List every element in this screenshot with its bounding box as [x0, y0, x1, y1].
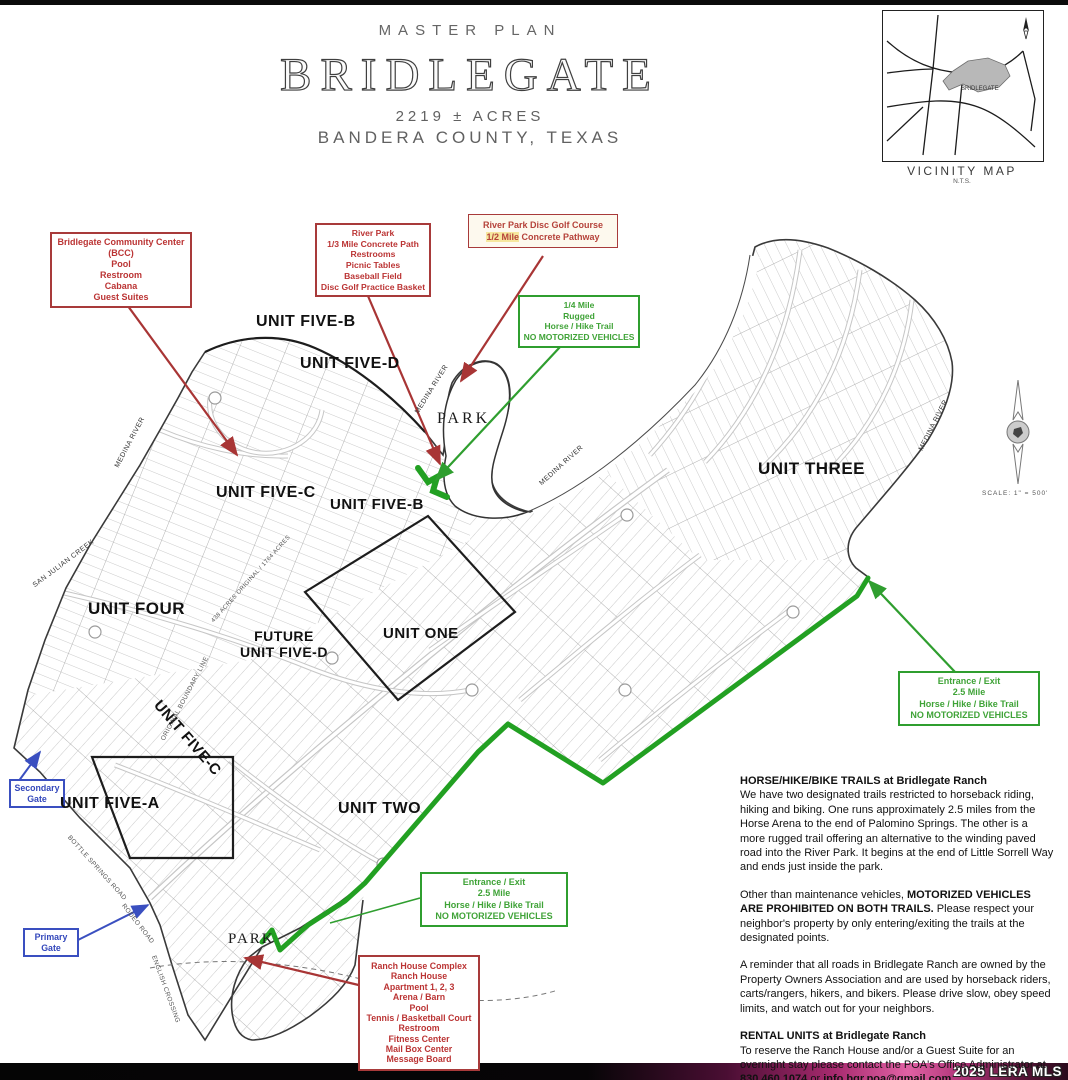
unit-five-c-label: UNIT FIVE-C: [216, 484, 316, 501]
acreage-label: 2219 ± ACRES: [395, 108, 545, 125]
top-border-bar: [0, 0, 1068, 5]
horse-hike-bike-trail: [259, 575, 871, 953]
trails-info-block: HORSE/HIKE/BIKE TRAILS at Bridlegate Ran…: [740, 774, 1054, 1080]
rentals-paragraph: To reserve the Ranch House and/or a Gues…: [740, 1044, 1046, 1080]
callout-ranch-house: Ranch House Complex Ranch House Apartmen…: [358, 955, 480, 1071]
unit-four-label: UNIT FOUR: [88, 599, 186, 618]
county-label: BANDERA COUNTY, TEXAS: [317, 128, 623, 147]
trails-heading: HORSE/HIKE/BIKE TRAILS at Bridlegate Ran…: [740, 775, 987, 787]
unit-five-b-label-mid: UNIT FIVE-B: [330, 496, 424, 513]
callout-community-center: Bridlegate Community Center (BCC) Pool R…: [50, 232, 192, 308]
trails-paragraph-3: A reminder that all roads in Bridlegate …: [740, 959, 1051, 1015]
unit-three-label: UNIT THREE: [758, 459, 865, 478]
callout-disc-golf: River Park Disc Golf Course 1/2 Mile Con…: [468, 214, 618, 249]
park-label-lower: PARK: [228, 931, 275, 947]
callout-primary-gate: Primary Gate: [23, 928, 79, 958]
river-corridor: [524, 252, 760, 516]
unit-one-label: UNIT ONE: [383, 625, 459, 642]
creek-dashed-line: [149, 961, 559, 1002]
plat-boundary: [13, 238, 954, 1042]
unit-five-b-label-top: UNIT FIVE-B: [256, 313, 356, 330]
green-callout-arrows: [329, 346, 956, 924]
unit-two-label: UNIT TWO: [338, 800, 422, 817]
callout-entrance-exit-right: Entrance / Exit 2.5 Mile Horse / Hike / …: [898, 671, 1040, 726]
gate-arrows: [17, 750, 150, 941]
vicinity-north-icon: [1023, 17, 1029, 40]
callout-quarter-mile-trail: 1/4 Mile Rugged Horse / Hike Trail NO MO…: [518, 295, 640, 348]
trails-paragraph-2: Other than maintenance vehicles, MOTORIZ…: [740, 888, 1035, 945]
park-label-upper: PARK: [437, 410, 491, 427]
red-callout-arrows: [124, 255, 544, 989]
callout-secondary-gate: Secondary Gate: [9, 779, 65, 809]
vicinity-map: BRIDLEGATE: [882, 10, 1044, 162]
river-park-area: [442, 360, 530, 519]
mls-credit: 2025 LERA MLS: [953, 1064, 1062, 1079]
scale-label: SCALE: 1" = 500': [982, 490, 1049, 497]
callout-river-park: River Park 1/3 Mile Concrete Path Restro…: [315, 223, 431, 298]
callout-entrance-exit-bottom: Entrance / Exit 2.5 Mile Horse / Hike / …: [420, 872, 568, 927]
master-plan-label: MASTER PLAN: [378, 22, 562, 39]
vicinity-area-label: BRIDLEGATE: [961, 86, 999, 92]
unit-boundaries: [90, 336, 517, 860]
footer-bar: [0, 1063, 1068, 1080]
future-unit-five-d-label: FUTURE UNIT FIVE-D: [240, 628, 328, 660]
vicinity-bridlegate-area: [942, 57, 1011, 93]
unit-five-a-label: UNIT FIVE-A: [60, 795, 160, 812]
trails-paragraph-1: We have two designated trails restricted…: [740, 789, 1054, 874]
vicinity-nts: N.T.S.: [953, 178, 971, 185]
unit-five-d-label: UNIT FIVE-D: [300, 355, 400, 372]
north-arrow-icon: [1006, 379, 1030, 485]
rentals-heading: RENTAL UNITS at Bridlegate Ranch: [740, 1030, 927, 1043]
vicinity-map-caption: VICINITY MAP: [907, 164, 1017, 178]
subdivision-name: BRIDLEGATE: [279, 48, 660, 101]
